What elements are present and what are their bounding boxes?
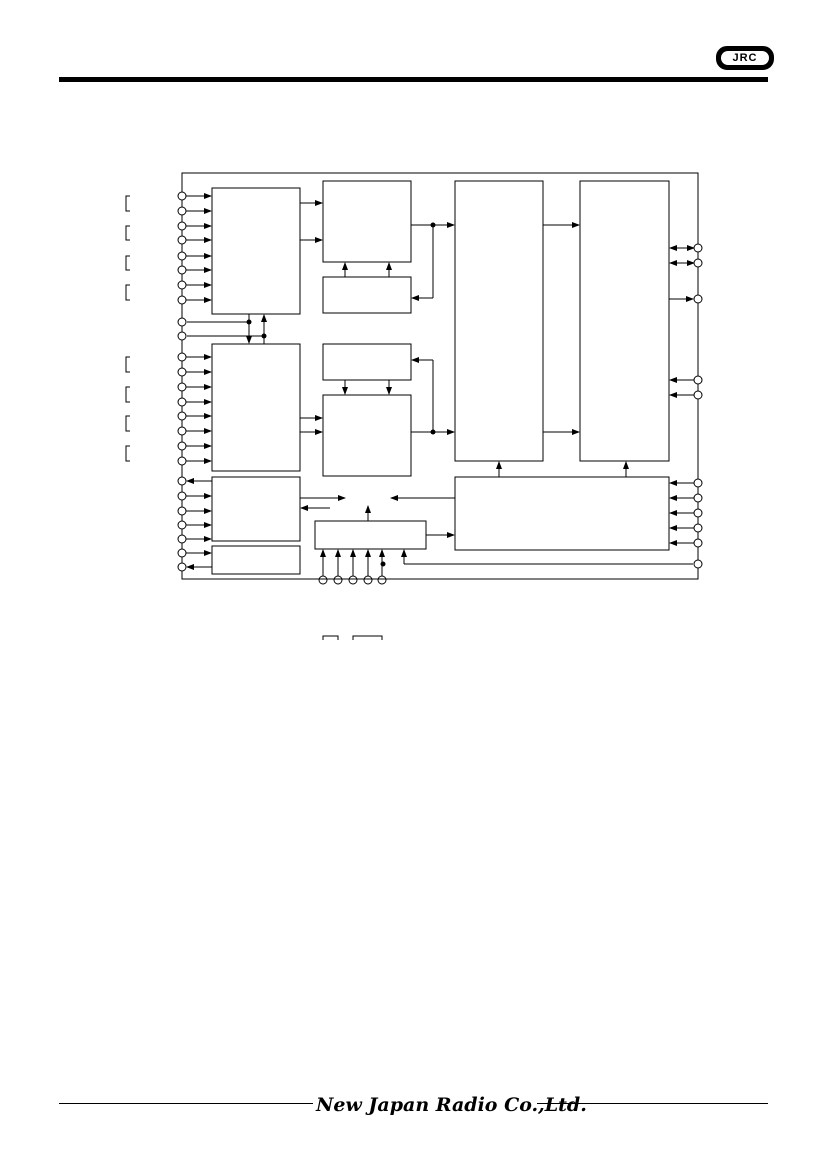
left-pin [177, 295, 187, 305]
left-pin [177, 280, 187, 290]
left-pin [177, 221, 187, 231]
interface-block [314, 520, 427, 550]
footer-rule-right [537, 1103, 768, 1104]
right-pin [693, 258, 703, 268]
left-pin [177, 235, 187, 245]
left-pin [177, 317, 187, 327]
left-pin [177, 562, 187, 572]
left-pin [177, 520, 187, 530]
left-pin [177, 352, 187, 362]
left-pin [177, 548, 187, 558]
bottom-pin [377, 575, 387, 585]
right-pin [693, 375, 703, 385]
right-pin [693, 538, 703, 548]
left-pin [177, 206, 187, 216]
input-block-upper [211, 187, 301, 315]
right-pin [693, 559, 703, 569]
jrc-logo: JRC [716, 46, 774, 70]
bottom-pin [318, 575, 328, 585]
bottom-pin [333, 575, 343, 585]
right-pin [693, 390, 703, 400]
bottom-pin [348, 575, 358, 585]
left-pin [177, 367, 187, 377]
left-pin [177, 331, 187, 341]
right-pin [693, 478, 703, 488]
left-pin [177, 491, 187, 501]
left-pin [177, 426, 187, 436]
input-block-lower [211, 343, 301, 472]
left-pin [177, 476, 187, 486]
jrc-logo-text: JRC [721, 51, 769, 65]
signal-overbars [322, 635, 383, 640]
junction-dots [246, 222, 436, 567]
footer-rule-left [59, 1103, 313, 1104]
left-pin [177, 382, 187, 392]
processing-block-lower [322, 394, 412, 477]
output-block [579, 180, 670, 462]
left-pin [177, 251, 187, 261]
left-pin [177, 534, 187, 544]
small-io-block [211, 545, 301, 575]
header-rule [59, 77, 768, 82]
io-block [211, 476, 301, 542]
right-pin [693, 243, 703, 253]
left-pin [177, 506, 187, 516]
right-pin [693, 508, 703, 518]
small-block-upper [322, 276, 412, 314]
left-pin [177, 397, 187, 407]
left-pin [177, 456, 187, 466]
left-pin [177, 411, 187, 421]
bottom-pin [363, 575, 373, 585]
pin-pair-brackets [125, 195, 130, 462]
right-pin [693, 523, 703, 533]
central-block [454, 180, 544, 462]
right-pin [693, 294, 703, 304]
left-pin [177, 441, 187, 451]
control-block [454, 476, 670, 551]
left-pin [177, 265, 187, 275]
small-block-lower [322, 343, 412, 381]
right-pin [693, 493, 703, 503]
company-name: New Japan Radio Co.,Ltd. [316, 1094, 587, 1116]
processing-block-upper [322, 180, 412, 263]
left-pin [177, 191, 187, 201]
